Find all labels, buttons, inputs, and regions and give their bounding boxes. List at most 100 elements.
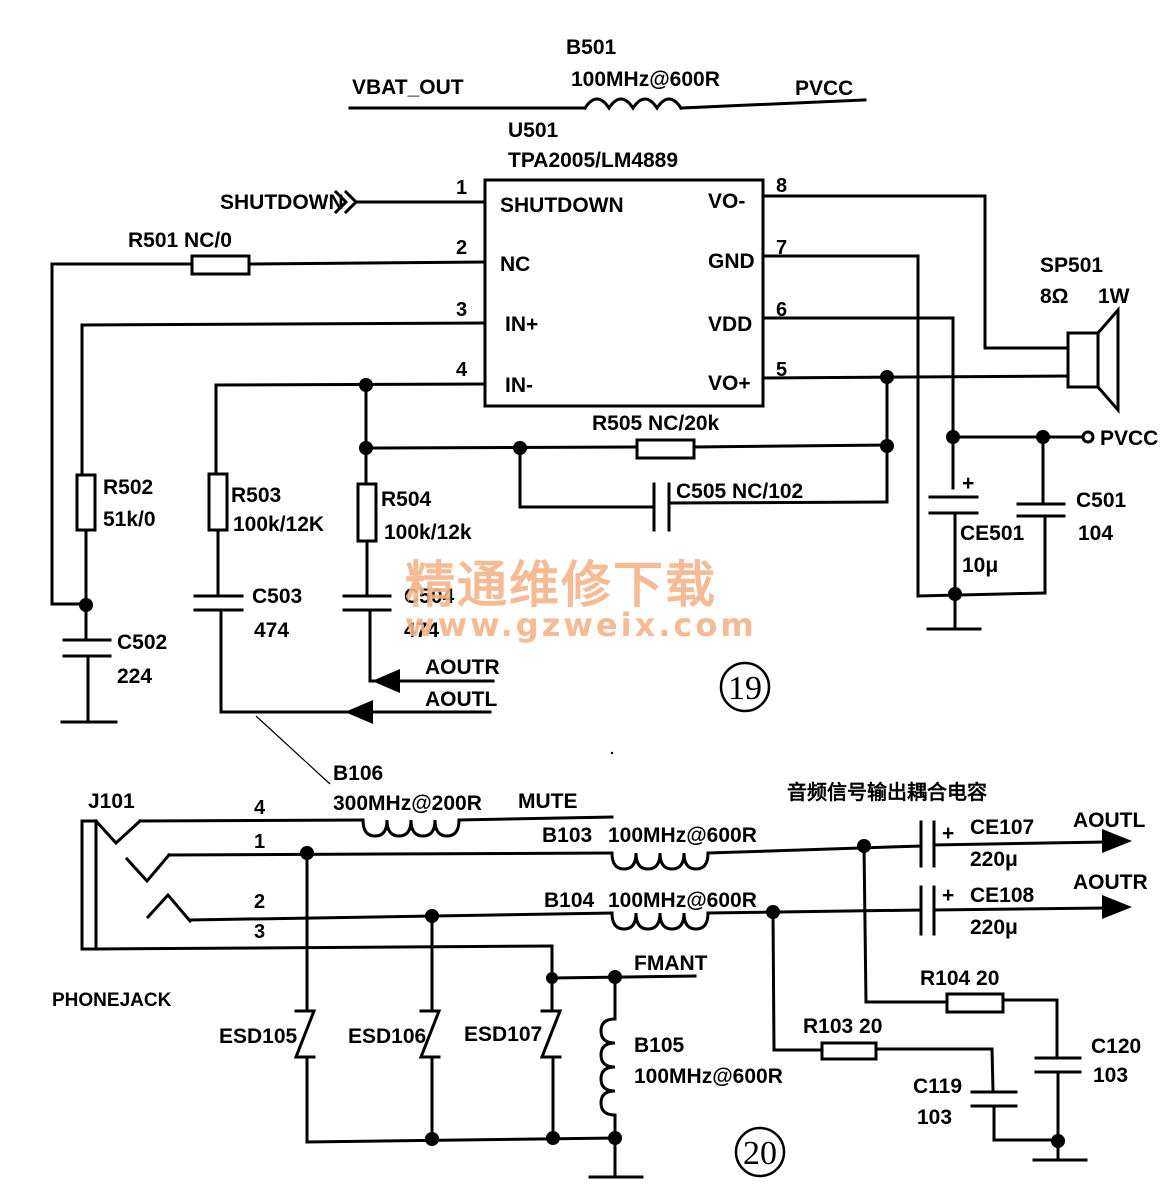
section-19-badge [719, 661, 771, 713]
b105-ref: B105 [634, 1034, 685, 1057]
r504-resistor [356, 482, 378, 543]
section-20-badge [734, 1126, 786, 1178]
leader-line [255, 715, 331, 785]
r504-ref: R504 [381, 488, 432, 511]
b501-ref: B501 [566, 36, 617, 59]
u501-pin1-num: 1 [456, 177, 467, 199]
c501-ref: C501 [1076, 489, 1127, 512]
r503-resistor [207, 472, 229, 532]
b106-ref: B106 [333, 762, 383, 785]
u501-pin5-name: VO+ [708, 372, 751, 395]
b104-ferrite-bead [610, 911, 710, 931]
u501-pin3-num: 3 [456, 299, 467, 321]
ce501-value: 10μ [962, 554, 998, 577]
u501-pin2-name: NC [500, 253, 530, 276]
junction-dot [79, 598, 93, 612]
net-aoutr-in: AOUTR [425, 656, 500, 679]
r503-ref: R503 [231, 484, 281, 507]
b103-ferrite-bead [610, 851, 710, 871]
r103-label: R103 20 [803, 1015, 882, 1038]
r502-value: 51k/0 [103, 508, 156, 531]
c505-capacitor [652, 482, 671, 532]
net-aoutl-in: AOUTL [425, 688, 497, 711]
esd106-tvs-diode [418, 1009, 442, 1059]
junction-dot [425, 1132, 439, 1146]
u501-pin6-name: VDD [708, 313, 752, 336]
u501-pin4-name: IN- [505, 374, 533, 397]
u501-part: TPA2005/LM4889 [508, 149, 678, 172]
c501-value: 104 [1078, 522, 1113, 545]
esd107-tvs-diode [539, 1009, 563, 1059]
c503-ref: C503 [252, 585, 302, 608]
r501-resistor [190, 254, 251, 276]
u501-pin7-name: GND [708, 250, 755, 273]
aoutl-input-arrow-icon [345, 700, 373, 724]
esd107-label: ESD107 [464, 1023, 542, 1046]
u501-pin4-num: 4 [456, 359, 468, 381]
u501-ref: U501 [508, 119, 559, 142]
watermark-url: www.gzweix.com [405, 606, 757, 644]
r502-resistor [75, 473, 97, 532]
junction-dot [946, 430, 960, 444]
net-aoutr-out: AOUTR [1073, 871, 1148, 894]
net-shutdown: SHUTDOWN [220, 191, 344, 214]
net-fmant: FMANT [634, 952, 708, 975]
u501-pin5-num: 5 [776, 359, 787, 381]
ce108-capacitor [919, 885, 936, 936]
j101-ref: J101 [88, 790, 135, 813]
u501-ic-body [483, 178, 765, 408]
c119-ref: C119 [913, 1075, 962, 1098]
junction-dot [608, 1131, 622, 1145]
aoutl-output-arrow-icon [1102, 829, 1132, 853]
c504-ref: C504 [404, 585, 455, 608]
net-aoutl-out: AOUTL [1073, 809, 1145, 832]
c502-value: 224 [117, 665, 152, 688]
c504-value: 474 [404, 619, 439, 642]
b104-ref: B104 [544, 889, 595, 912]
r104-resistor [945, 992, 1005, 1014]
r104-label: R104 20 [920, 967, 999, 990]
junction-dot [880, 370, 894, 384]
ce107-capacitor [919, 820, 936, 868]
ce107-polarity: + [942, 822, 954, 845]
u501-pin1-name: SHUTDOWN [500, 194, 624, 217]
ce107-ref: CE107 [970, 816, 1034, 839]
c501-capacitor [1016, 502, 1066, 518]
net-mute: MUTE [518, 790, 578, 813]
phone-jack-icon [80, 818, 193, 951]
c120-capacitor [1034, 1056, 1082, 1074]
b106-ferrite-bead [361, 818, 461, 838]
section-20-number: 20 [743, 1135, 777, 1172]
b105-ferrite-bead [599, 1017, 617, 1117]
r501-label: R501 NC/0 [128, 229, 232, 252]
b106-value: 300MHz@200R [333, 792, 482, 815]
esd105-label: ESD105 [219, 1025, 298, 1048]
speaker-icon [1066, 305, 1120, 415]
ce108-ref: CE108 [970, 884, 1035, 907]
c503-capacitor [193, 594, 244, 612]
b501-value: 100MHz@600R [571, 68, 720, 91]
b103-ref: B103 [542, 824, 592, 847]
u501-pin8-num: 8 [776, 175, 787, 197]
r505-resistor [635, 438, 696, 460]
speck [610, 751, 614, 755]
j101-pin1: 1 [254, 831, 265, 853]
c505-label: C505 NC/102 [676, 480, 803, 503]
c502-capacitor [62, 638, 112, 658]
watermark-text: 精通维修下载 [405, 556, 717, 614]
b105-value: 100MHz@600R [634, 1065, 783, 1088]
c120-ref: C120 [1091, 1035, 1141, 1058]
r502-ref: R502 [103, 476, 153, 499]
u501-pin6-num: 6 [776, 299, 787, 321]
r505-label: R505 NC/20k [592, 412, 720, 435]
esd106-label: ESD106 [348, 1025, 426, 1048]
ce501-polarity: + [962, 472, 974, 495]
ce107-value: 220μ [970, 848, 1018, 871]
r103-resistor [820, 1041, 878, 1061]
j101-pin4: 4 [254, 797, 266, 819]
r503-value: 100k/12K [233, 513, 324, 536]
b103-value: 100MHz@600R [608, 824, 757, 847]
j101-name: PHONEJACK [52, 990, 172, 1011]
pvcc-port-icon [1081, 430, 1095, 444]
